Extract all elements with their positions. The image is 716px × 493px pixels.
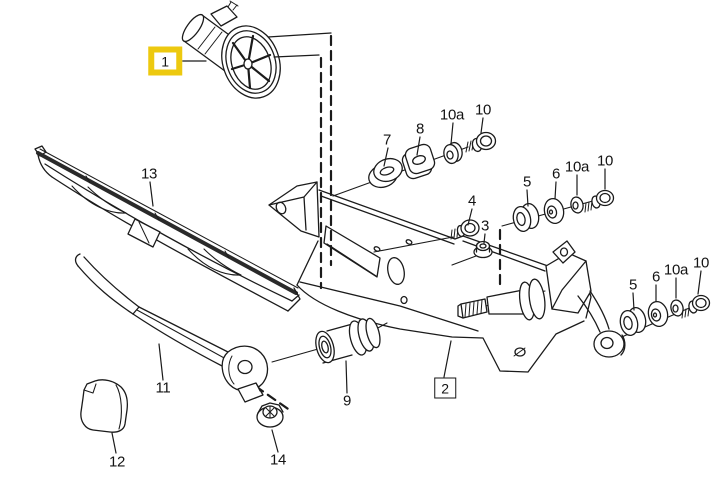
part-4-screw [450,219,480,240]
callout-10-top[interactable]: 10 [474,101,492,119]
callout-13[interactable]: 13 [140,165,158,183]
part-10-screw [584,189,615,213]
callout-6-upper[interactable]: 6 [551,165,561,183]
part-1-wiper-motor [181,0,281,99]
part-10-screw [681,294,711,319]
fastener-group-lower-right [619,294,711,337]
callout-5-upper[interactable]: 5 [522,173,532,191]
part-5-grommet [512,202,540,233]
callout-11[interactable]: 11 [155,379,171,397]
fastener-group-upper-right [512,189,615,233]
callout-10-lower[interactable]: 10 [692,254,710,272]
callout-1[interactable]: 1 [148,46,182,76]
callout-12[interactable]: 12 [108,453,126,471]
part-7-grommet [368,157,403,189]
part-9-bushing [315,317,381,364]
projection-lines [229,32,502,413]
callout-4[interactable]: 4 [467,192,477,210]
callout-10a-top[interactable]: 10a [439,106,465,124]
callout-7[interactable]: 7 [382,131,392,149]
callout-14[interactable]: 14 [269,451,287,469]
part-5-grommet [619,306,647,337]
part-11-wiper-arm [74,253,269,403]
fastener-group-top [368,131,497,189]
callout-5-lower[interactable]: 5 [628,276,638,294]
callout-leader-lines [111,60,702,454]
part-6-washer [543,197,565,225]
callout-3[interactable]: 3 [480,217,490,235]
part-10a-washer [670,299,684,317]
callout-2[interactable]: 2 [434,377,456,399]
part-8-grommet [401,143,436,180]
part-14-flange-nut [256,402,284,428]
part-10a-washer [443,141,463,165]
part-3-nut [473,240,493,259]
part-10-screw [465,131,497,153]
pivot-shaft-and-crank [457,240,626,358]
part-13-wiper-blade [34,145,301,312]
part-10a-washer [570,196,584,214]
callout-9[interactable]: 9 [342,392,352,410]
part-12-cover-cap [80,379,128,433]
callout-10-upper[interactable]: 10 [596,152,614,170]
callout-6-lower[interactable]: 6 [651,268,661,286]
callout-8[interactable]: 8 [415,120,425,138]
callout-10a-upper[interactable]: 10a [564,158,590,176]
part-6-washer [647,300,669,328]
callout-10a-lower[interactable]: 10a [663,261,689,279]
